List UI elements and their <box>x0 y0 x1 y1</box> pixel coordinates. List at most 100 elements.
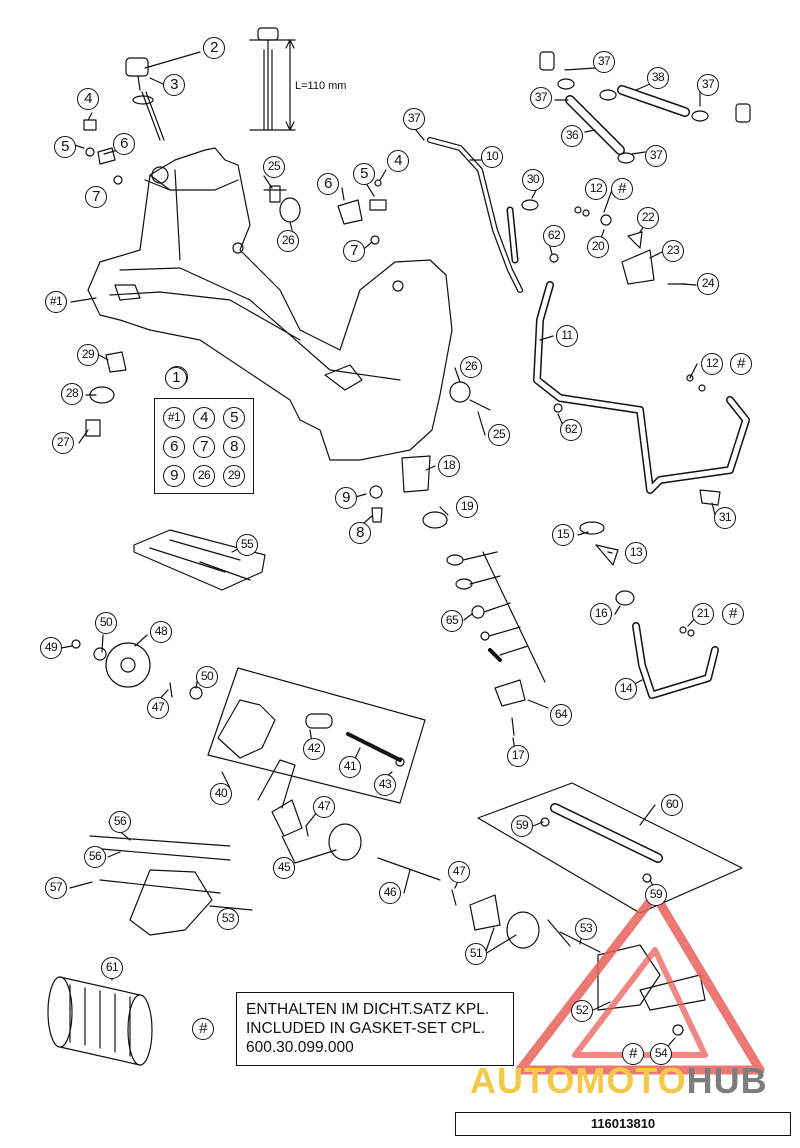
watermark-part1: AUTOMOTO <box>470 1060 687 1101</box>
callout-46[interactable]: 46 <box>379 882 401 904</box>
callout-37[interactable]: 37 <box>645 145 667 167</box>
callout-29[interactable]: 29 <box>77 344 99 366</box>
callout-14[interactable]: 14 <box>615 678 637 700</box>
callout-20[interactable]: 20 <box>587 236 609 258</box>
kit-item-hash1[interactable]: #1 <box>163 407 185 429</box>
callout-51[interactable]: 51 <box>465 943 487 965</box>
callout-5[interactable]: 5 <box>353 163 375 185</box>
callout-21[interactable]: 21 <box>692 603 714 625</box>
callout-48[interactable]: 48 <box>150 621 172 643</box>
callout-18[interactable]: 18 <box>438 455 460 477</box>
callout-hash[interactable]: # <box>192 1018 214 1040</box>
kit-item-8[interactable]: 8 <box>223 436 245 458</box>
callout-65[interactable]: 65 <box>441 610 463 632</box>
callout-26[interactable]: 26 <box>460 356 482 378</box>
gasket-note-line2: INCLUDED IN GASKET-SET CPL. <box>246 1020 486 1037</box>
callout-16[interactable]: 16 <box>590 603 612 625</box>
callout-3[interactable]: 3 <box>163 74 185 96</box>
callout-13[interactable]: 13 <box>625 542 647 564</box>
callout-47[interactable]: 47 <box>147 697 169 719</box>
watermark-part2: HUB <box>686 1060 768 1101</box>
callout-59[interactable]: 59 <box>511 815 533 837</box>
callout-31[interactable]: 31 <box>714 507 736 529</box>
callout-37[interactable]: 37 <box>593 51 615 73</box>
callout-38[interactable]: 38 <box>647 67 669 89</box>
callout-12[interactable]: 12 <box>701 353 723 375</box>
callout-64[interactable]: 64 <box>550 704 572 726</box>
callout-41[interactable]: 41 <box>339 756 361 778</box>
callout-56[interactable]: 56 <box>84 846 106 868</box>
callout-17[interactable]: 17 <box>507 745 529 767</box>
callout-40[interactable]: 40 <box>210 783 232 805</box>
callout-47[interactable]: 47 <box>313 796 335 818</box>
callout-hash1[interactable]: #1 <box>45 291 67 313</box>
callout-49[interactable]: 49 <box>40 637 62 659</box>
callout-2[interactable]: 2 <box>203 37 225 59</box>
callout-42[interactable]: 42 <box>303 738 325 760</box>
callout-hash[interactable]: # <box>611 178 633 200</box>
kit-item-7[interactable]: 7 <box>193 436 215 458</box>
callout-7[interactable]: 7 <box>85 186 107 208</box>
callout-hash[interactable]: # <box>622 1043 644 1065</box>
callout-54[interactable]: 54 <box>650 1043 672 1065</box>
gasket-note: ENTHALTEN IM DICHT.SATZ KPL. INCLUDED IN… <box>236 992 514 1066</box>
callout-6[interactable]: 6 <box>113 133 135 155</box>
kit-group-box: 1 #1 45 678 9 26 29 <box>154 366 254 494</box>
callout-4[interactable]: 4 <box>387 150 409 172</box>
callout-60[interactable]: 60 <box>661 794 683 816</box>
callout-15[interactable]: 15 <box>552 524 574 546</box>
callout-37[interactable]: 37 <box>697 74 719 96</box>
frame-tank <box>87 147 453 461</box>
kit-item-6[interactable]: 6 <box>163 436 185 458</box>
callout-12[interactable]: 12 <box>585 178 607 200</box>
callout-55[interactable]: 55 <box>236 534 258 556</box>
drawing-number: 116013810 <box>455 1112 791 1136</box>
callout-7[interactable]: 7 <box>343 240 365 262</box>
watermark: AUTOMOTOHUB <box>470 1060 768 1102</box>
callout-62[interactable]: 62 <box>560 419 582 441</box>
callout-hash[interactable]: # <box>730 353 752 375</box>
callout-24[interactable]: 24 <box>697 273 719 295</box>
callout-hash[interactable]: # <box>722 603 744 625</box>
kit-item-4[interactable]: 4 <box>193 407 215 429</box>
callout-9[interactable]: 9 <box>335 487 357 509</box>
callout-1[interactable]: 1 <box>165 367 187 389</box>
callout-6[interactable]: 6 <box>317 173 339 195</box>
callout-11[interactable]: 11 <box>556 325 578 347</box>
callout-62[interactable]: 62 <box>543 225 565 247</box>
kit-item-26[interactable]: 26 <box>193 465 215 487</box>
callout-5[interactable]: 5 <box>54 136 76 158</box>
kit-item-29[interactable]: 29 <box>223 465 245 487</box>
callout-27[interactable]: 27 <box>52 432 74 454</box>
callout-53[interactable]: 53 <box>217 908 239 930</box>
callout-57[interactable]: 57 <box>45 877 67 899</box>
callout-59[interactable]: 59 <box>645 884 667 906</box>
callout-23[interactable]: 23 <box>662 240 684 262</box>
callout-37[interactable]: 37 <box>403 108 425 130</box>
callout-61[interactable]: 61 <box>101 957 123 979</box>
callout-56[interactable]: 56 <box>109 811 131 833</box>
callout-25[interactable]: 25 <box>488 424 510 446</box>
callout-4[interactable]: 4 <box>77 88 99 110</box>
kit-item-9[interactable]: 9 <box>163 465 185 487</box>
callout-22[interactable]: 22 <box>637 207 659 229</box>
callout-8[interactable]: 8 <box>349 522 371 544</box>
callout-36[interactable]: 36 <box>561 125 583 147</box>
gasket-note-line1: ENTHALTEN IM DICHT.SATZ KPL. <box>246 1001 490 1018</box>
callout-10[interactable]: 10 <box>481 146 503 168</box>
callout-50[interactable]: 50 <box>196 666 218 688</box>
callout-26[interactable]: 26 <box>277 230 299 252</box>
callout-47[interactable]: 47 <box>448 861 470 883</box>
kit-item-5[interactable]: 5 <box>223 407 245 429</box>
callout-45[interactable]: 45 <box>273 857 295 879</box>
callout-30[interactable]: 30 <box>522 169 544 191</box>
callout-53[interactable]: 53 <box>575 918 597 940</box>
callout-19[interactable]: 19 <box>456 496 478 518</box>
callout-37[interactable]: 37 <box>530 87 552 109</box>
callout-52[interactable]: 52 <box>571 1000 593 1022</box>
callout-28[interactable]: 28 <box>61 383 83 405</box>
callout-50[interactable]: 50 <box>95 612 117 634</box>
callout-25[interactable]: 25 <box>263 156 285 178</box>
callout-43[interactable]: 43 <box>374 774 396 796</box>
